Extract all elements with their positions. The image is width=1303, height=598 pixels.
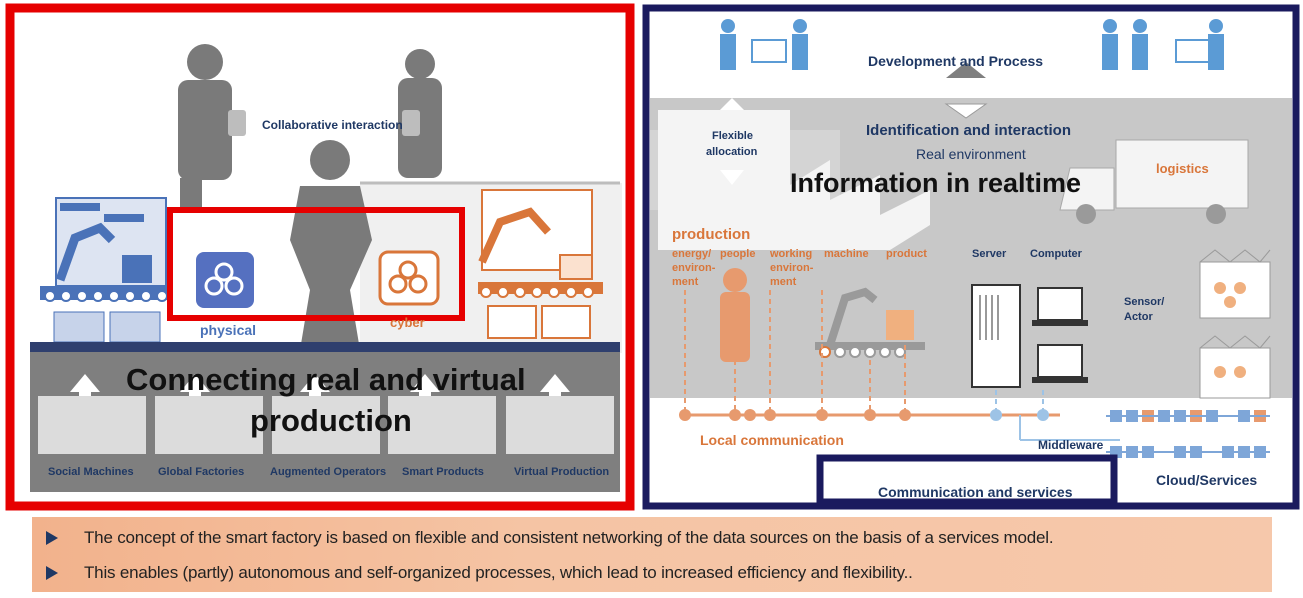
product-label: product	[886, 248, 927, 260]
local-comm-label: Local communication	[700, 432, 844, 448]
energy-label-2: environ-	[672, 262, 716, 274]
bullet-item-2: This enables (partly) autonomous and sel…	[32, 558, 913, 588]
sensor-label-1: Sensor/	[1124, 296, 1165, 308]
summary-box: The concept of the smart factory is base…	[32, 517, 1272, 592]
identification-label: Identification and interaction	[866, 122, 1072, 139]
server-label: Server	[972, 248, 1007, 260]
bottom-item-social: Social Machines	[48, 466, 134, 478]
bullet-arrow-icon	[46, 531, 58, 545]
working-label-1: working	[770, 248, 813, 260]
logistics-label: logistics	[1156, 161, 1209, 176]
bullet-text-1: The concept of the smart factory is base…	[84, 528, 1054, 547]
computer-label: Computer	[1030, 248, 1082, 260]
working-label-2: environ-	[770, 262, 814, 274]
physical-label: physical	[200, 322, 257, 338]
cloud-services-label: Cloud/Services	[1156, 472, 1258, 488]
collaborative-label: Collaborative interaction	[262, 118, 403, 132]
middleware-label: Middleware	[1038, 438, 1104, 452]
bottom-item-augmented: Augmented Operators	[270, 466, 387, 478]
cyber-label: cyber	[390, 315, 425, 330]
dev-process-label: Development and Process	[868, 53, 1044, 69]
sensor-label-2: Actor	[1124, 311, 1153, 323]
bottom-item-global: Global Factories	[158, 466, 245, 478]
right-illustration	[642, 4, 1300, 510]
real-environment-label: Real environment	[916, 146, 1026, 162]
headline-line2: production	[250, 403, 412, 438]
comm-services-label: Communication and services	[878, 484, 1073, 500]
bullet-item-1: The concept of the smart factory is base…	[32, 523, 1054, 553]
bottom-item-virtual: Virtual Production	[514, 466, 610, 478]
bottom-item-smart: Smart Products	[402, 466, 484, 478]
people-label: people	[720, 248, 756, 260]
working-label-3: ment	[770, 276, 797, 288]
bullet-arrow-icon	[46, 566, 58, 580]
flexible-label-1: Flexible	[712, 130, 753, 142]
left-illustration	[5, 3, 635, 511]
headline-line1: Connecting real and virtual	[126, 362, 526, 397]
bullet-text-2: This enables (partly) autonomous and sel…	[84, 563, 913, 582]
info-realtime-label: Information in realtime	[790, 168, 1082, 198]
left-panel: Collaborative interaction physical cyber…	[0, 0, 640, 512]
energy-label-3: ment	[672, 276, 699, 288]
flexible-label-2: allocation	[706, 146, 758, 158]
machine-label: machine	[824, 248, 869, 260]
energy-label-1: energy/	[672, 248, 712, 260]
right-panel: Development and Process Flexible allocat…	[640, 0, 1303, 512]
production-label: production	[672, 226, 751, 243]
